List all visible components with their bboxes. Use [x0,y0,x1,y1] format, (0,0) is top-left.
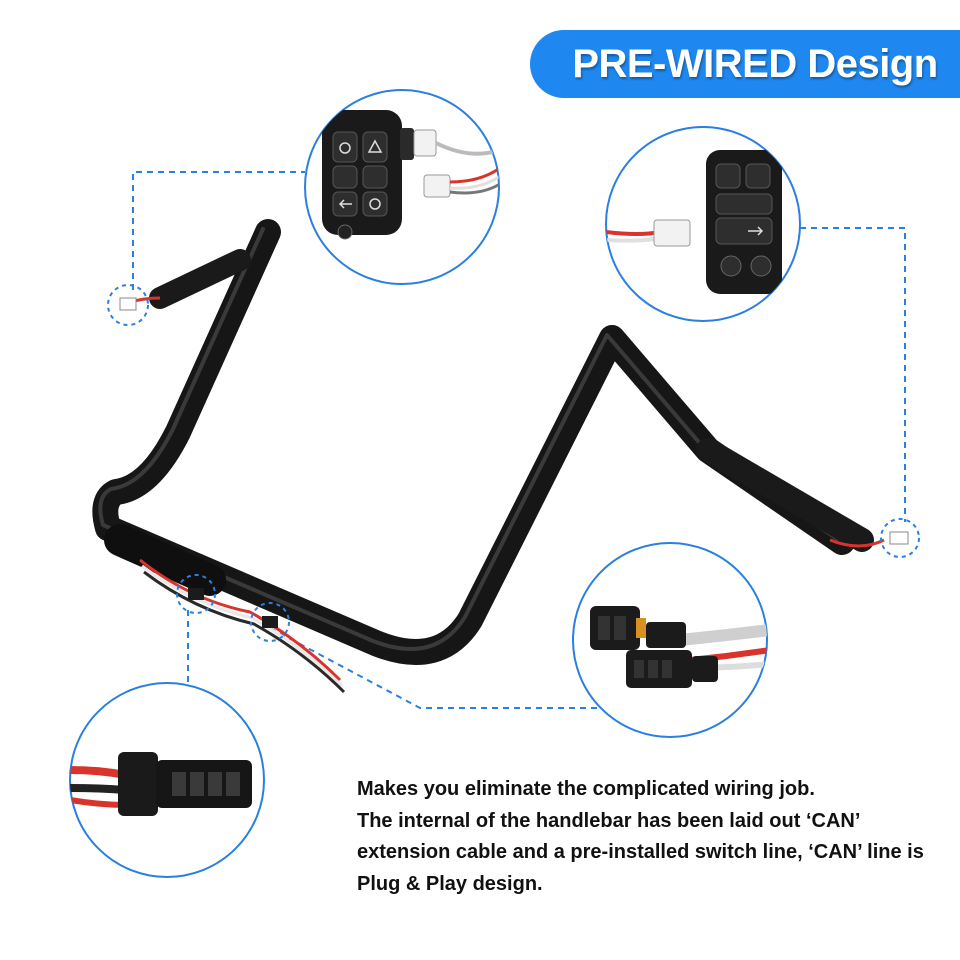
handlebar [92,219,885,694]
callout-lower-left-connector [69,682,265,878]
switch-knob [720,255,742,277]
description-text: Makes you eliminate the complicated wiri… [357,774,947,900]
horn-icon [339,142,351,154]
switch-button [332,131,358,163]
marker-right-grip [880,518,920,558]
pre-wired-banner: PRE-WIRED Design [530,30,960,98]
callout-line-lower-left [177,610,189,690]
description-line-1: Makes you eliminate the complicated wiri… [357,778,815,800]
switch-knob [750,255,772,277]
left-arrow-icon [338,199,352,209]
description-line-2: The internal of the handlebar has been l… [357,809,924,895]
connector-markers [107,284,920,642]
switch-button [362,131,388,163]
handlebar-tube [92,219,855,665]
callout-lower-right-connectors [572,542,768,738]
callout-line-right-switch [800,227,906,522]
switch-button [715,193,773,215]
callout-line-left-switch [132,171,305,290]
switch-button [332,165,358,189]
switch-button [745,163,771,189]
marker-lower-left [176,574,216,614]
right-grip [696,438,874,552]
switch-button [362,191,388,217]
callout-line-lower-right [269,627,620,709]
switch-button [715,217,773,245]
wire-bundle-left [139,558,342,682]
right-arrow-icon [748,226,764,236]
switch-button [715,163,741,189]
left-grip [149,249,251,309]
wire-bundle-right [829,538,885,548]
hazard-triangle-icon [367,139,383,153]
marker-lower-center [250,602,290,642]
callout-right-switch [605,126,801,322]
marker-left-grip [107,284,149,326]
callout-left-switch [304,89,500,285]
switch-button [362,165,388,189]
banner-title: PRE-WIRED Design [572,41,938,86]
info-icon [369,198,381,210]
